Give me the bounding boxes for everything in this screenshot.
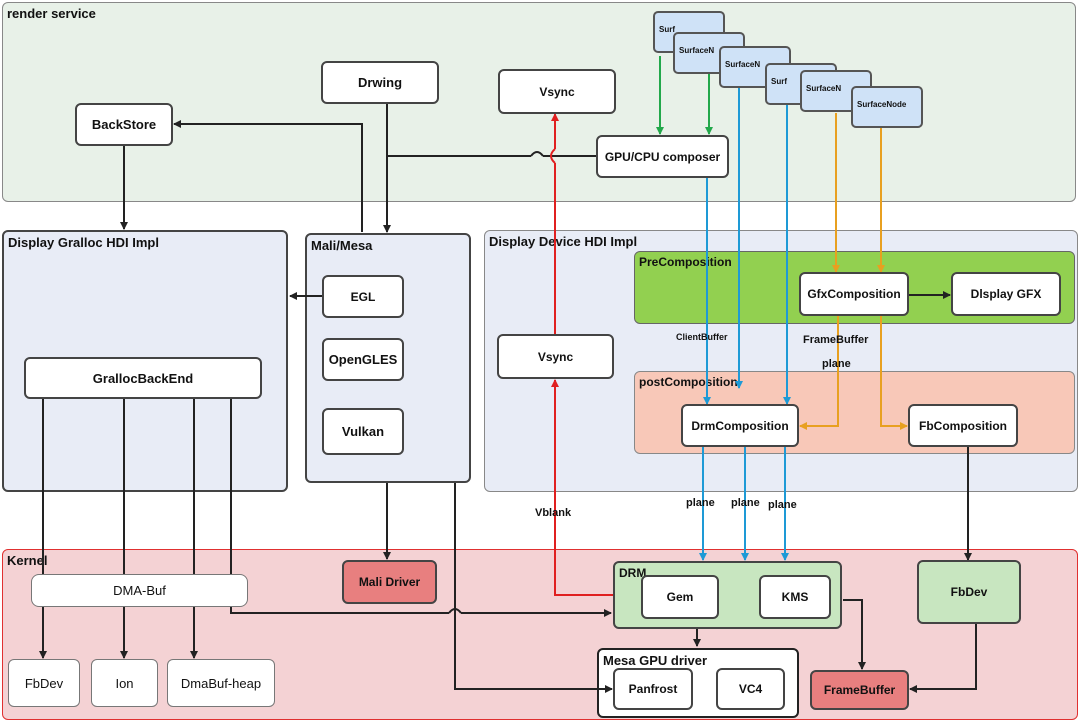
gralloc-title: Display Gralloc HDI Impl [8,235,159,250]
render-service-title: render service [7,6,96,21]
plane-label-3: plane [768,499,797,511]
vsync-top-box[interactable]: Vsync [498,69,616,114]
postcomposition-title: postComposition [639,375,738,389]
gfx-composition-box[interactable]: GfxComposition [799,272,909,316]
vblank-label: Vblank [535,507,572,519]
ion-box[interactable]: Ion [91,659,158,707]
backstore-box[interactable]: BackStore [75,103,173,146]
drm-composition-box[interactable]: DrmComposition [681,404,799,447]
plane-label-2: plane [731,497,760,509]
plane-label-1: plane [686,497,715,509]
display-gfx-box[interactable]: Dlsplay GFX [951,272,1061,316]
dma-buf-box[interactable]: DMA-Buf [31,574,248,607]
egl-box[interactable]: EGL [322,275,404,318]
drwing-box[interactable]: Drwing [321,61,439,104]
mesa-gpu-driver-title: Mesa GPU driver [603,653,708,668]
client-buffer-label: ClientBuffer [676,332,728,342]
vsync-mid-box[interactable]: Vsync [497,334,614,379]
panfrost-box[interactable]: Panfrost [613,668,693,710]
mali-driver-box[interactable]: Mali Driver [342,560,437,604]
display-device-title: Display Device HDI Impl [489,234,638,249]
vulkan-box[interactable]: Vulkan [322,408,404,455]
fb-composition-box[interactable]: FbComposition [908,404,1018,447]
plane-mid-label: plane [822,358,851,370]
mali-mesa-title: Mali/Mesa [311,238,373,253]
gem-box[interactable]: Gem [641,575,719,619]
kms-box[interactable]: KMS [759,575,831,619]
drm-title: DRM [619,566,647,580]
opengles-box[interactable]: OpenGLES [322,338,404,381]
frame-buffer-label: FrameBuffer [803,334,869,346]
vc4-box[interactable]: VC4 [716,668,785,710]
fbdev-left-box[interactable]: FbDev [8,659,80,707]
dmabuf-heap-box[interactable]: DmaBuf-heap [167,659,275,707]
gpu-cpu-composer-box[interactable]: GPU/CPU composer [596,135,729,178]
framebuffer-box[interactable]: FrameBuffer [810,670,909,710]
fbdev-kernel-box[interactable]: FbDev [917,560,1021,624]
gralloc-backend-box[interactable]: GrallocBackEnd [24,357,262,399]
surface-node-6[interactable]: SurfaceNode [851,86,923,128]
kernel-title: Kernel [7,553,48,568]
precomposition-title: PreComposition [639,255,732,269]
